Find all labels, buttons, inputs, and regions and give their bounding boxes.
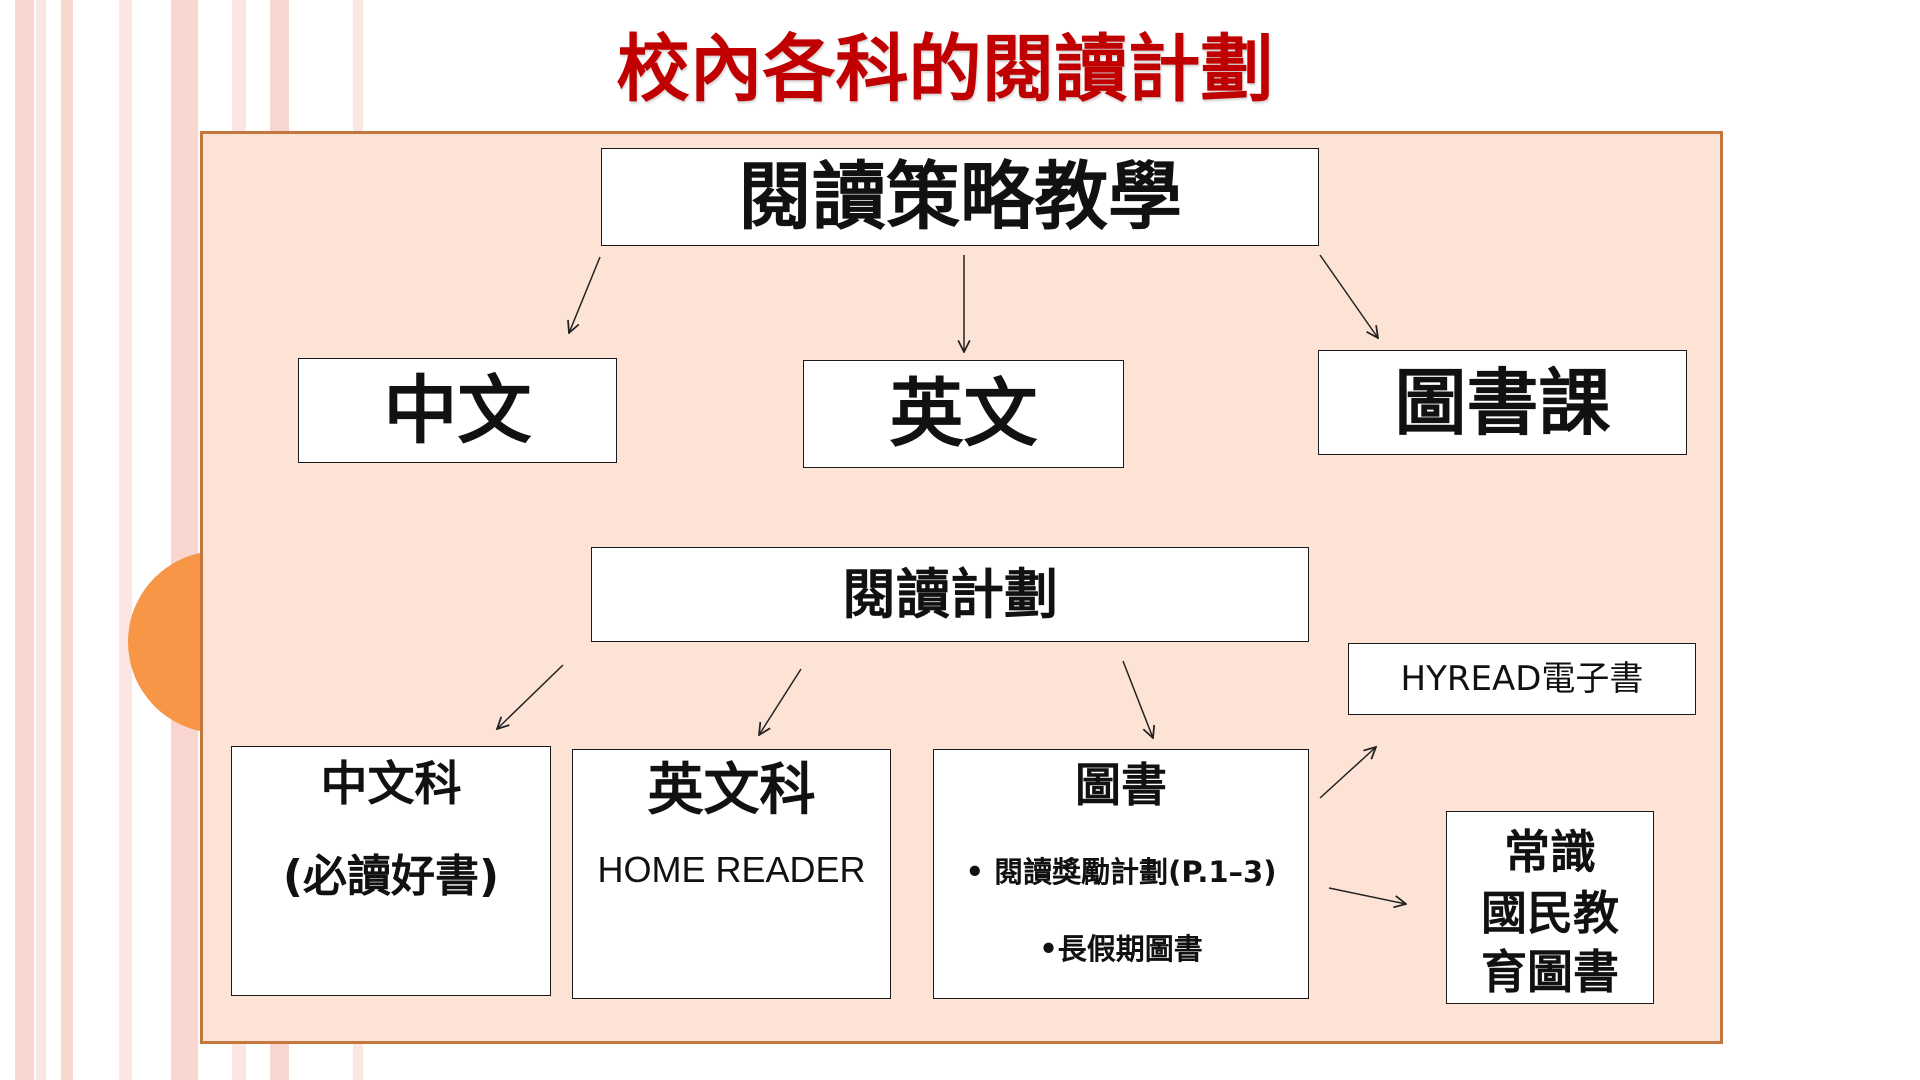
hyread-ebook-label: HYREAD電子書 bbox=[1400, 659, 1644, 699]
chinese-subject-box: 中文 bbox=[298, 358, 617, 463]
decorative-stripe bbox=[36, 0, 46, 1080]
english-plan-detail: HOME READER bbox=[597, 849, 866, 890]
reading-plan-label: 閱讀計劃 bbox=[842, 562, 1058, 626]
decorative-stripe bbox=[15, 0, 34, 1080]
chinese-plan-title: 中文科 bbox=[320, 757, 462, 812]
english-subject-label: 英文 bbox=[889, 371, 1038, 457]
library-plan-box: 圖書 • 閱讀獎勵計劃(P.1–3) •長假期圖書 bbox=[933, 749, 1309, 999]
english-plan-title: 英文科 bbox=[647, 758, 816, 823]
library-plan-item: •長假期圖書 bbox=[1039, 932, 1203, 966]
chinese-plan-box: 中文科 (必讀好書) bbox=[231, 746, 551, 996]
decorative-stripe bbox=[61, 0, 73, 1080]
general-studies-line: 國民教 bbox=[1481, 886, 1619, 940]
library-plan-title: 圖書 bbox=[1075, 758, 1167, 812]
reading-strategy-label: 閱讀策略教學 bbox=[738, 154, 1182, 240]
library-lesson-label: 圖書課 bbox=[1394, 360, 1611, 445]
chinese-subject-label: 中文 bbox=[383, 367, 532, 454]
general-studies-box: 常識 國民教 育圖書 bbox=[1446, 811, 1654, 1004]
english-plan-box: 英文科 HOME READER bbox=[572, 749, 891, 999]
reading-plan-box: 閱讀計劃 bbox=[591, 547, 1309, 642]
general-studies-line: 育圖書 bbox=[1481, 945, 1619, 999]
slide-title: 校內各科的閱讀計劃 bbox=[616, 27, 1274, 112]
decorative-stripe bbox=[171, 0, 198, 1080]
chinese-plan-detail: (必讀好書) bbox=[282, 851, 500, 902]
english-subject-box: 英文 bbox=[803, 360, 1124, 468]
library-plan-item: • 閱讀獎勵計劃(P.1–3) bbox=[965, 855, 1277, 889]
decorative-stripe bbox=[119, 0, 132, 1080]
hyread-ebook-box: HYREAD電子書 bbox=[1348, 643, 1696, 715]
reading-strategy-box: 閱讀策略教學 bbox=[601, 148, 1319, 246]
general-studies-line: 常識 bbox=[1504, 825, 1596, 879]
library-lesson-box: 圖書課 bbox=[1318, 350, 1687, 455]
